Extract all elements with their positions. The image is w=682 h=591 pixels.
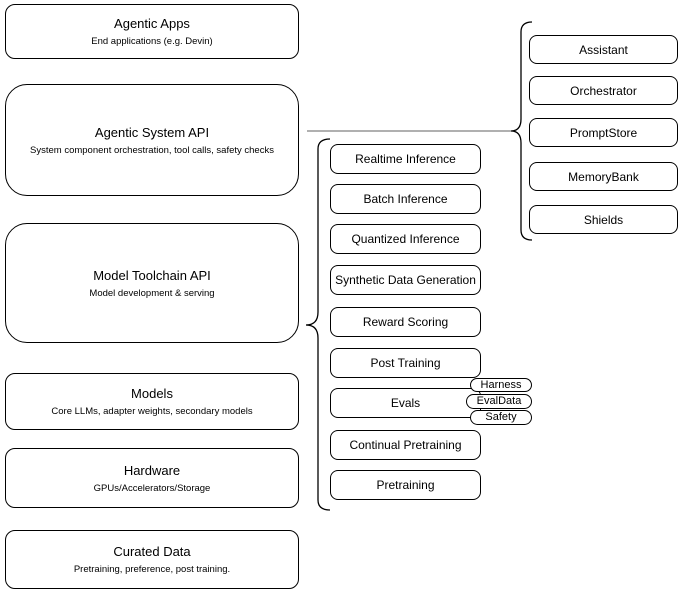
component-label: PromptStore — [569, 125, 638, 140]
component-box-memorybank: MemoryBank — [529, 162, 678, 191]
toolchain-box-reward-scoring: Reward Scoring — [330, 307, 481, 337]
toolchain-box-batch-inference: Batch Inference — [330, 184, 481, 214]
layer-title: Agentic Apps — [114, 16, 190, 31]
toolchain-box-realtime-inference: Realtime Inference — [330, 144, 481, 174]
layer-subtitle: GPUs/Accelerators/Storage — [93, 482, 211, 494]
toolchain-box-continual-pretraining: Continual Pretraining — [330, 430, 481, 460]
component-label: MemoryBank — [568, 169, 639, 184]
toolchain-group-brace — [305, 138, 331, 511]
tag-label: Harness — [480, 378, 522, 391]
layer-subtitle: End applications (e.g. Devin) — [91, 36, 213, 47]
layer-box-hardware: Hardware GPUs/Accelerators/Storage — [5, 448, 299, 508]
toolchain-box-post-training: Post Training — [330, 348, 481, 378]
toolchain-label: Synthetic Data Generation — [335, 273, 476, 287]
toolchain-label: Pretraining — [376, 478, 435, 492]
toolchain-box-pretraining: Pretraining — [330, 470, 481, 500]
toolchain-label: Batch Inference — [363, 192, 448, 206]
component-label: Shields — [583, 212, 624, 227]
toolchain-label: Realtime Inference — [355, 152, 456, 166]
layer-box-models: Models Core LLMs, adapter weights, secon… — [5, 373, 299, 430]
layer-box-curated-data: Curated Data Pretraining, preference, po… — [5, 530, 299, 589]
layer-title: Model Toolchain API — [93, 267, 211, 283]
toolchain-box-evals: Evals — [330, 388, 481, 418]
layer-box-agentic-system-api: Agentic System API System component orch… — [5, 84, 299, 196]
layer-title: Curated Data — [113, 544, 191, 559]
layer-subtitle: Core LLMs, adapter weights, secondary mo… — [51, 406, 253, 417]
layer-title: Agentic System API — [94, 124, 210, 140]
layer-box-agentic-apps: Agentic Apps End applications (e.g. Devi… — [5, 4, 299, 59]
evals-tag-harness: Harness — [470, 378, 532, 392]
toolchain-label: Post Training — [370, 356, 441, 370]
layer-title: Models — [131, 386, 173, 401]
component-label: Orchestrator — [570, 83, 637, 98]
layer-subtitle: System component orchestration, tool cal… — [30, 144, 274, 156]
evals-tag-evaldata: EvalData — [466, 394, 532, 409]
component-label: Assistant — [579, 42, 628, 57]
component-box-promptstore: PromptStore — [529, 118, 678, 147]
toolchain-box-quantized-inference: Quantized Inference — [330, 224, 481, 254]
component-box-shields: Shields — [529, 205, 678, 234]
tag-label: EvalData — [476, 395, 522, 407]
tag-label: Safety — [485, 411, 517, 423]
toolchain-label: Quantized Inference — [351, 232, 460, 246]
toolchain-box-synthetic-data-generation: Synthetic Data Generation — [330, 265, 481, 295]
layer-box-model-toolchain-api: Model Toolchain API Model development & … — [5, 223, 299, 343]
layer-subtitle: Model development & serving — [89, 287, 215, 299]
toolchain-label: Reward Scoring — [362, 315, 449, 329]
component-box-assistant: Assistant — [529, 35, 678, 64]
toolchain-label: Continual Pretraining — [349, 438, 462, 452]
evals-tag-safety: Safety — [470, 410, 532, 425]
layer-subtitle: Pretraining, preference, post training. — [73, 564, 231, 575]
component-box-orchestrator: Orchestrator — [529, 76, 678, 105]
layer-title: Hardware — [123, 462, 181, 478]
toolchain-label: Evals — [390, 396, 421, 410]
